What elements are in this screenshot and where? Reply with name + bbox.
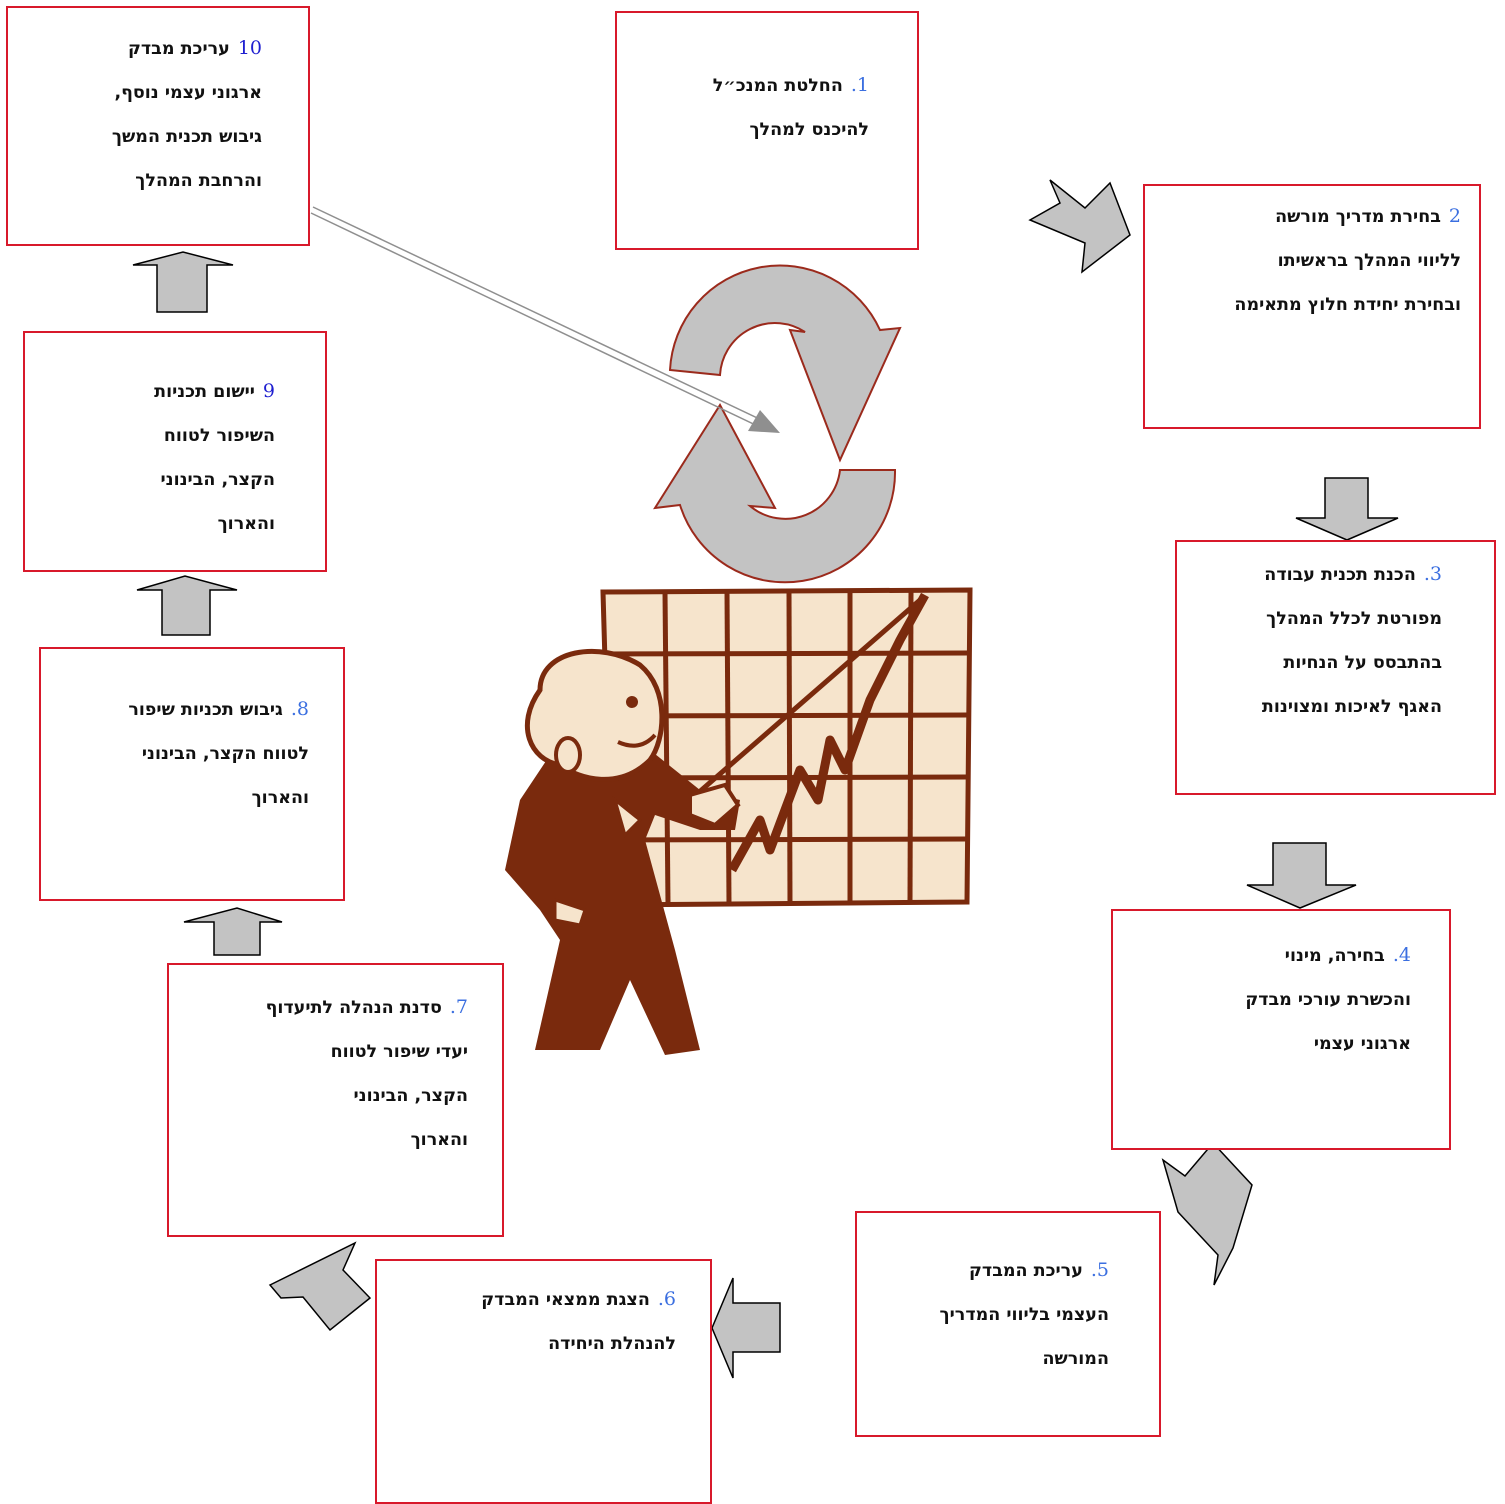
- step-box-1: 1. החלטת המנכ״ל להיכנס למהלך: [615, 11, 919, 250]
- step-text-line: והארוך: [217, 514, 275, 534]
- step-box-3: 3. הכנת תכנית עבודה מפורטת לכלל המהלך בהת…: [1175, 540, 1496, 795]
- arrow-2-to-3: [1295, 477, 1399, 541]
- arrow-1-to-2: [1028, 179, 1131, 274]
- arrow-7-to-8: [183, 907, 283, 956]
- step-number: 10: [237, 37, 262, 59]
- step-number: 9: [262, 380, 275, 402]
- presenter-chart-illustration: [505, 587, 973, 1055]
- step-number: 4.: [1392, 944, 1411, 966]
- step-box-4: 4. בחירה, מינוי והכשרת עורכי מבדק ארגוני …: [1111, 909, 1451, 1150]
- step-text-line: החלטת המנכ״ל: [712, 76, 843, 96]
- step-number: 1.: [850, 74, 869, 96]
- arrow-4-to-5: [1161, 1141, 1253, 1286]
- step-text-line: בהתבסס על הנחיות: [1283, 653, 1442, 673]
- step-text-line: ובחירת יחידת חלוץ מתאימה: [1234, 295, 1461, 315]
- step-text-line: להיכנס למהלך: [749, 120, 869, 140]
- step-number: 8.: [290, 698, 309, 720]
- step-number: 5.: [1090, 1259, 1109, 1281]
- step-text-line: מפורטת לכלל המהלך: [1266, 609, 1442, 629]
- step-number: 7.: [449, 996, 468, 1018]
- step-box-5: 5. עריכת המבדק העצמי בליווי המדריך המורשה: [855, 1211, 1161, 1437]
- step-text-line: והארוך: [410, 1130, 468, 1150]
- step-text-line: סדנת הנהלה לתיעדוף: [265, 998, 442, 1018]
- step-number: 2: [1448, 205, 1461, 227]
- step-text-line: הקצר, הבינוני: [160, 470, 275, 490]
- step-text-line: והארוך: [251, 788, 309, 808]
- step-box-8: 8. גיבוש תכניות שיפור לטווח הקצר, הבינוני…: [39, 647, 345, 901]
- feedback-arrow: [310, 206, 780, 433]
- step-text-line: יעדי שיפור לטווח: [330, 1042, 468, 1062]
- step-text-line: לליווי המהלך בראשיתו: [1277, 251, 1461, 271]
- step-text-line: ארגוני עצמי: [1313, 1034, 1411, 1054]
- step-text-line: האגף לאיכות ומצוינות: [1261, 697, 1442, 717]
- step-text-line: יישום תכניות: [154, 382, 255, 402]
- arrow-8-to-9: [136, 575, 238, 636]
- step-text-line: והכשרת עורכי מבדק: [1245, 990, 1411, 1010]
- step-box-6: 6. הצגת ממצאי המבדק להנהלת היחידה: [375, 1259, 712, 1504]
- step-text-line: העצמי בליווי המדריך: [939, 1305, 1109, 1325]
- step-text-line: הקצר, הבינוני: [353, 1086, 468, 1106]
- step-box-9: 9 יישום תכניות השיפור לטווח הקצר, הבינוני…: [23, 331, 327, 572]
- step-text-line: המורשה: [1042, 1349, 1109, 1369]
- step-text-line: גיבוש תכניות שיפור: [128, 700, 283, 720]
- step-text-line: לטווח הקצר, הבינוני: [141, 744, 309, 764]
- arrow-6-to-7: [268, 1241, 372, 1332]
- step-number: 6.: [657, 1288, 676, 1310]
- arrow-5-to-6: [711, 1277, 781, 1379]
- step-text-line: בחירה, מינוי: [1284, 946, 1385, 966]
- step-number: 3.: [1423, 563, 1442, 585]
- step-text-line: בחירת מדריך מורשה: [1275, 207, 1441, 227]
- step-text-line: הצגת ממצאי המבדק: [481, 1290, 650, 1310]
- step-box-10: 10 עריכת מבדק ארגוני עצמי נוסף, גיבוש תכנ…: [6, 6, 310, 246]
- step-text-line: להנהלת היחידה: [548, 1334, 676, 1354]
- step-box-7: 7. סדנת הנהלה לתיעדוף יעדי שיפור לטווח הק…: [167, 963, 504, 1237]
- step-text-line: ארגוני עצמי נוסף,: [114, 83, 262, 103]
- step-text-line: עריכת מבדק: [127, 39, 230, 59]
- arrow-3-to-4: [1246, 842, 1357, 909]
- step-text-line: השיפור לטווח: [163, 426, 275, 446]
- step-text-line: גיבוש תכנית המשך: [111, 127, 262, 147]
- step-box-2: 2בחירת מדריך מורשה לליווי המהלך בראשיתו …: [1143, 184, 1481, 429]
- cycle-icon: [653, 264, 902, 584]
- arrow-9-to-10: [132, 251, 234, 313]
- step-text-line: עריכת המבדק: [969, 1261, 1083, 1281]
- step-text-line: והרחבת המהלך: [135, 171, 262, 191]
- step-text-line: הכנת תכנית עבודה: [1264, 565, 1416, 585]
